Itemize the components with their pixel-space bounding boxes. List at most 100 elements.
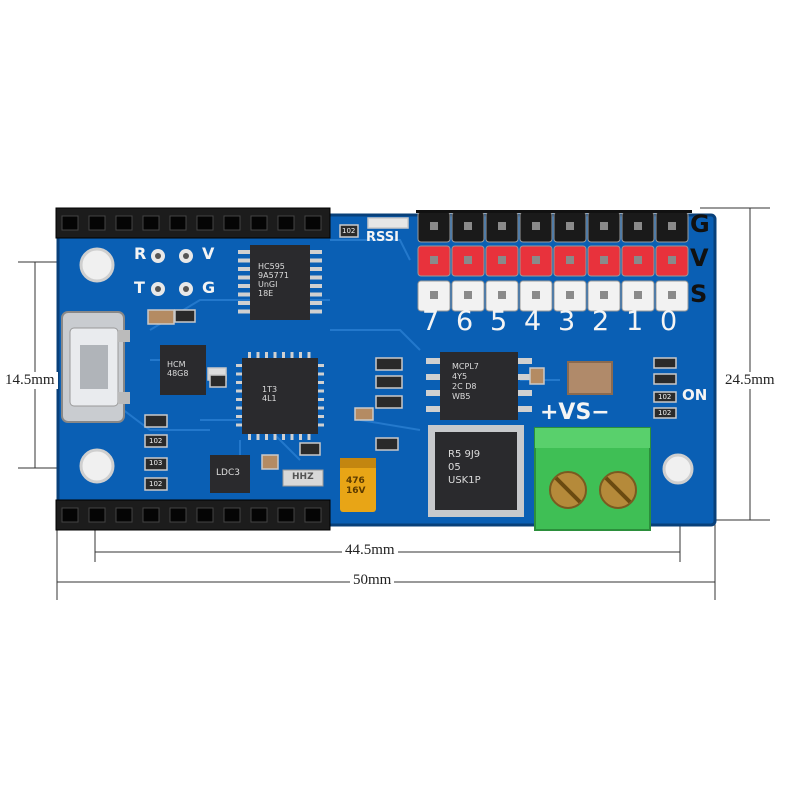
power-terminal-block xyxy=(534,427,651,531)
smd-part xyxy=(375,357,403,371)
smd-part xyxy=(174,309,196,323)
header-pin xyxy=(485,211,519,243)
smd-part xyxy=(209,374,227,388)
header-socket xyxy=(142,507,160,523)
tantalum-capacitor xyxy=(340,458,376,512)
header-pin xyxy=(485,245,519,277)
small-chip-marking: LDC3 xyxy=(216,468,240,478)
header-pin xyxy=(587,245,621,277)
header-pin xyxy=(655,245,689,277)
resistor-code: 102 xyxy=(658,409,672,417)
smd-part xyxy=(299,442,321,456)
smd-part xyxy=(144,457,168,471)
power-driver-chip xyxy=(428,425,524,517)
header-socket xyxy=(169,507,187,523)
header-pin xyxy=(485,280,519,312)
row-label-ground: G xyxy=(690,210,710,238)
header-pin xyxy=(451,211,485,243)
regulator-marking: MCPL7 4Y5 2C D8 WB5 xyxy=(452,362,479,401)
header-socket xyxy=(115,215,133,231)
header-pin xyxy=(519,245,553,277)
smd-part xyxy=(375,437,399,451)
smd-part xyxy=(144,434,168,448)
header-pin xyxy=(587,280,621,312)
power-led-label: ON xyxy=(682,386,708,404)
dim-width: 50mm xyxy=(350,572,395,589)
servo-pin-header xyxy=(416,210,692,312)
serial-pads xyxy=(151,249,193,296)
channel-number: 3 xyxy=(558,306,576,337)
header-socket xyxy=(88,215,106,231)
vs-label: +VS− xyxy=(540,400,610,425)
header-socket xyxy=(88,507,106,523)
header-socket xyxy=(277,507,295,523)
smd-part xyxy=(653,357,677,369)
channel-number: 2 xyxy=(592,306,610,337)
crystal-marking: HHZ xyxy=(292,472,314,482)
header-socket xyxy=(250,215,268,231)
regulator-chip xyxy=(426,352,532,420)
header-pin xyxy=(417,245,451,277)
header-pin xyxy=(621,245,655,277)
header-socket xyxy=(61,507,79,523)
header-socket xyxy=(61,215,79,231)
micro-usb-connector xyxy=(61,311,130,423)
header-socket xyxy=(142,215,160,231)
header-pin xyxy=(655,280,689,312)
channel-number: 5 xyxy=(490,306,508,337)
smd-part xyxy=(354,407,374,421)
header-pin xyxy=(553,211,587,243)
header-pin xyxy=(519,211,553,243)
header-socket xyxy=(250,507,268,523)
resistor-code: 102 xyxy=(658,393,672,401)
capacitor-marking: 476 16V xyxy=(346,476,366,496)
header-pin xyxy=(655,211,689,243)
header-pin xyxy=(451,245,485,277)
driver-marking: R5 9J9 05 USK1P xyxy=(448,449,481,486)
header-pin xyxy=(417,280,451,312)
channel-number: 1 xyxy=(626,306,644,337)
smd-part xyxy=(339,224,359,238)
header-socket xyxy=(196,507,214,523)
header-socket xyxy=(169,215,187,231)
smd-part xyxy=(367,217,409,229)
header-socket xyxy=(223,215,241,231)
dim-outer-height: 24.5mm xyxy=(722,372,778,389)
pin-label-rx: R xyxy=(134,244,147,263)
smd-part xyxy=(653,407,677,419)
small-regulator-chip xyxy=(210,455,250,493)
header-pin xyxy=(451,280,485,312)
header-pin xyxy=(621,280,655,312)
header-pin xyxy=(417,211,451,243)
top-female-header xyxy=(55,207,331,239)
mounting-holes xyxy=(79,247,694,485)
header-pin xyxy=(553,245,587,277)
rssi-label: RSSI xyxy=(366,230,399,245)
smd-part xyxy=(653,391,677,403)
smd-part xyxy=(375,375,403,389)
header-socket xyxy=(223,507,241,523)
smd-part xyxy=(653,373,677,385)
header-socket xyxy=(196,215,214,231)
smd-part xyxy=(261,454,279,470)
pin-label-tx: T xyxy=(134,278,145,297)
channel-number: 4 xyxy=(524,306,542,337)
header-pin xyxy=(553,280,587,312)
row-label-power: V xyxy=(690,244,709,272)
header-socket xyxy=(304,215,322,231)
usb-chip-marking: HCM 48G8 xyxy=(167,360,189,378)
smd-part xyxy=(147,309,175,325)
header-socket xyxy=(277,215,295,231)
smd-components xyxy=(144,217,677,491)
usb-serial-chip xyxy=(160,345,206,395)
channel-number: 0 xyxy=(660,306,678,337)
smd-part xyxy=(144,414,168,428)
pin-label-gnd: G xyxy=(202,278,216,297)
resistor-code: 103 xyxy=(149,459,163,467)
header-pin xyxy=(587,211,621,243)
smd-part xyxy=(529,367,545,385)
ceramic-capacitor xyxy=(567,361,613,395)
resistor-code: 102 xyxy=(149,480,163,488)
